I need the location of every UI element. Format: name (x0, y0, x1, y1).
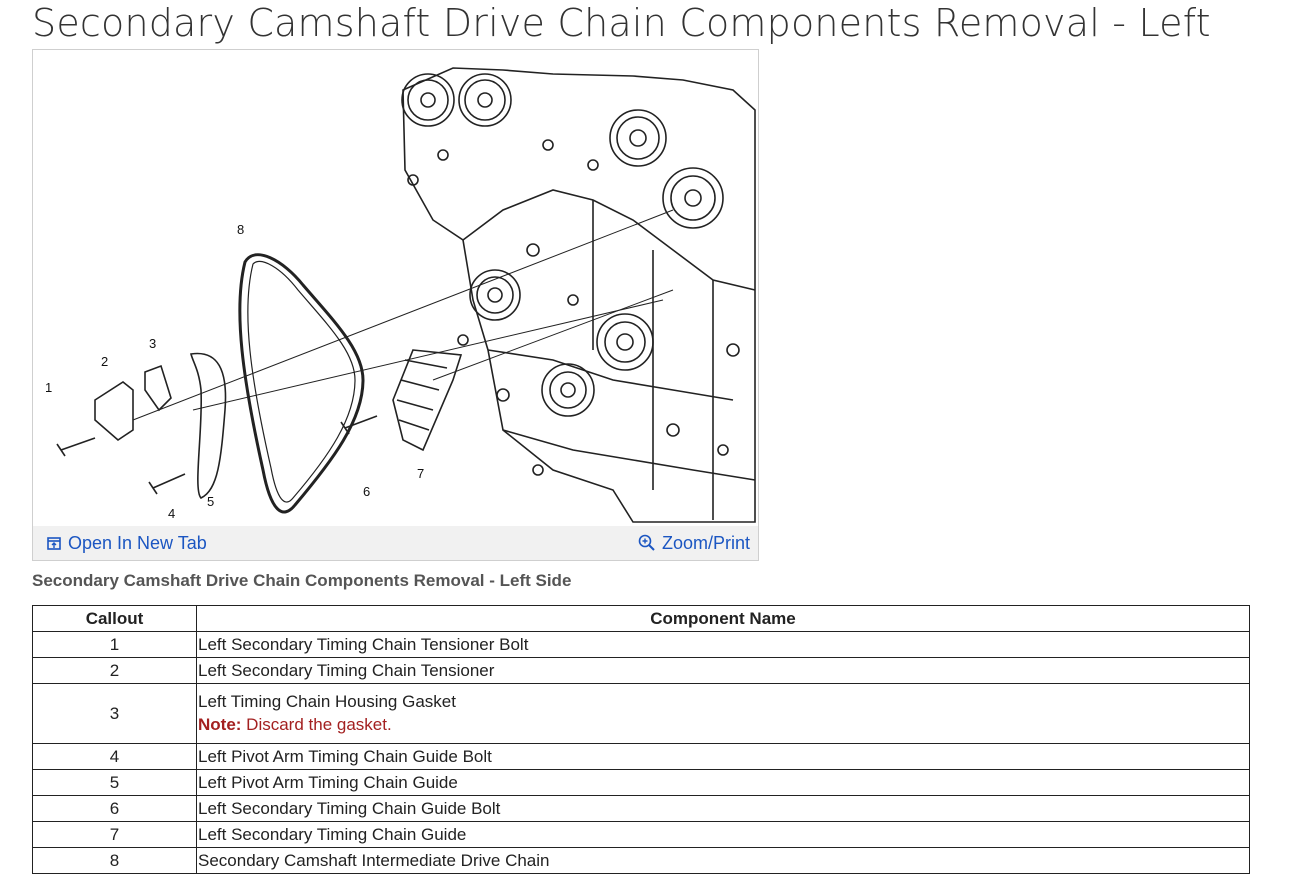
callout-label: 1 (45, 380, 52, 395)
callout-label: 6 (363, 484, 370, 499)
callout-cell: 2 (32, 657, 197, 684)
callout-cell: 6 (32, 795, 197, 822)
note-text: Discard the gasket. (241, 715, 392, 734)
table-row: 3 Left Timing Chain Housing Gasket Note:… (32, 683, 1250, 744)
table-row: 7 Left Secondary Timing Chain Guide (32, 821, 1250, 848)
note-label: Note: (198, 715, 242, 734)
component-name: Left Timing Chain Housing Gasket (198, 692, 456, 711)
open-in-new-tab-icon (47, 536, 61, 550)
zoom-print-label: Zoom/Print (661, 532, 750, 553)
component-name-cell: Left Secondary Timing Chain Guide Bolt (196, 795, 1250, 822)
zoom-in-icon (638, 534, 655, 551)
table-row: 5 Left Pivot Arm Timing Chain Guide (32, 769, 1250, 796)
component-name-cell: Left Pivot Arm Timing Chain Guide Bolt (196, 743, 1250, 770)
drive-chain (238, 253, 365, 514)
figure-toolbar: Open In New Tab Zoom/Print (33, 526, 758, 560)
component-name-cell: Left Secondary Timing Chain Tensioner Bo… (196, 631, 1250, 658)
callout-cell: 1 (32, 631, 197, 658)
zoom-print-link[interactable]: Zoom/Print (638, 533, 750, 554)
secondary-guide (392, 349, 463, 452)
diagram-figure: 1 2 3 4 5 6 7 8 Open In New Tab Zoom/ (32, 49, 759, 561)
pivot-guide (190, 352, 227, 499)
table-row: 4 Left Pivot Arm Timing Chain Guide Bolt (32, 743, 1250, 770)
callout-cell: 7 (32, 821, 197, 848)
component-name-cell: Secondary Camshaft Intermediate Drive Ch… (196, 847, 1250, 874)
note: Note: Discard the gasket. (198, 715, 1248, 735)
component-name-cell: Left Secondary Timing Chain Guide (196, 821, 1250, 848)
bolt (152, 473, 186, 489)
callout-label: 2 (101, 354, 108, 369)
column-header-component-name: Component Name (196, 605, 1250, 632)
column-header-callout: Callout (32, 605, 197, 632)
tensioner (94, 381, 134, 442)
table-row: 2 Left Secondary Timing Chain Tensioner (32, 657, 1250, 684)
callout-cell: 5 (32, 769, 197, 796)
callout-label: 8 (237, 222, 244, 237)
sprocket (458, 73, 512, 127)
open-new-tab-label: Open In New Tab (68, 532, 207, 553)
callout-label: 4 (168, 506, 175, 521)
gasket (144, 364, 172, 412)
sprocket (541, 363, 595, 417)
component-name-cell: Left Secondary Timing Chain Tensioner (196, 657, 1250, 684)
callout-cell: 3 (32, 683, 197, 744)
table-row: 6 Left Secondary Timing Chain Guide Bolt (32, 795, 1250, 822)
sprocket (662, 167, 724, 229)
callout-label: 7 (417, 466, 424, 481)
component-name-cell: Left Pivot Arm Timing Chain Guide (196, 769, 1250, 796)
components-table: Callout Component Name 1 Left Secondary … (32, 605, 1250, 874)
sprocket (609, 109, 667, 167)
callout-label: 3 (149, 336, 156, 351)
callout-cell: 8 (32, 847, 197, 874)
table-row: 8 Secondary Camshaft Intermediate Drive … (32, 847, 1250, 874)
figure-caption: Secondary Camshaft Drive Chain Component… (32, 571, 572, 590)
component-name-cell: Left Timing Chain Housing Gasket Note: D… (196, 683, 1250, 744)
open-new-tab-link[interactable]: Open In New Tab (47, 533, 207, 554)
sprocket (469, 269, 521, 321)
callout-label: 5 (207, 494, 214, 509)
sprocket (596, 313, 654, 371)
bolt (344, 415, 378, 429)
engine-diagram: 1 2 3 4 5 6 7 8 (45, 67, 756, 523)
callout-cell: 4 (32, 743, 197, 770)
sprocket (401, 73, 455, 127)
bolt (60, 437, 96, 451)
table-row: 1 Left Secondary Timing Chain Tensioner … (32, 631, 1250, 658)
